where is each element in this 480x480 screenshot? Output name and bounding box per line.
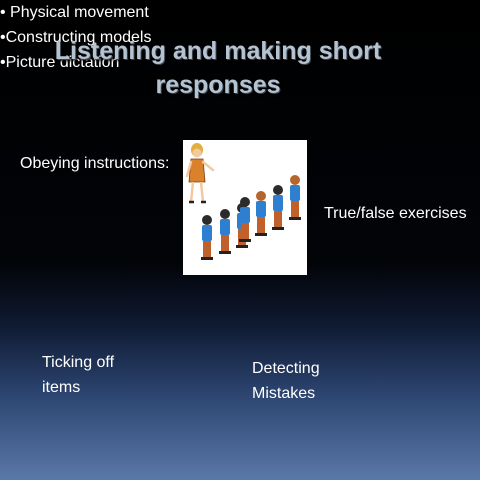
list-item: •Constructing models [0,29,152,46]
slide-title: Listening and making short responses [54,37,382,99]
classroom-clipart-icon [185,143,301,260]
detecting-mistakes-label: Detecting Mistakes [252,360,320,402]
activity-list: • Physical movement •Constructing models… [0,0,480,75]
true-false-label: True/false exercises [324,205,467,222]
list-item: • Physical movement [0,4,149,21]
ticking-off-label: Ticking off items [42,354,115,396]
list-item: •Picture dictation [0,54,120,71]
students-line [201,175,301,260]
teacher-figure [185,143,215,204]
teacher-and-students-image [183,140,307,275]
obeying-instructions-heading: Obeying instructions: [20,155,170,172]
